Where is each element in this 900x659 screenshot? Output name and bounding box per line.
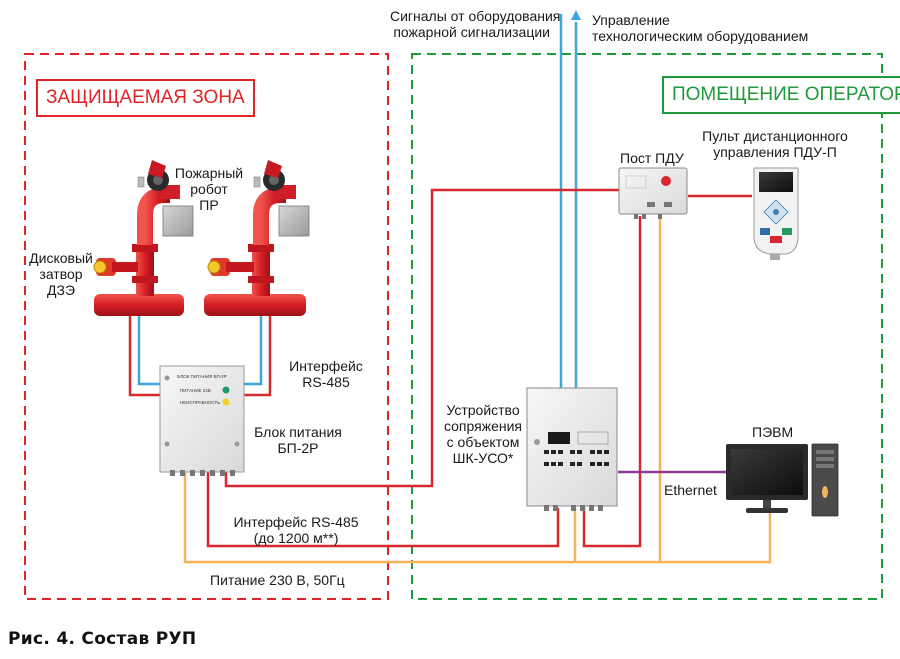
- ethernet-label: Ethernet: [664, 482, 717, 498]
- control-output-line2: технологическим оборудованием: [592, 28, 809, 44]
- interface-unit-line3: с объектом: [446, 434, 520, 450]
- fault-indicator-yellow: [222, 398, 230, 406]
- psu-row2-label: НЕИСПРАВНОСТЬ: [180, 400, 220, 405]
- interface-unit-line4: ШК-УСО*: [452, 450, 514, 466]
- disc-valve-line3: ДЗЭ: [47, 282, 75, 298]
- fire-robot-1: [93, 160, 194, 316]
- disc-valve-line1: Дисковый: [29, 250, 93, 266]
- rs485-blue-lines: [137, 314, 263, 386]
- power-supply-unit: БЛОК ПИТАНИЯ БП-2Р ПИТАНИЕ 24В НЕИСПРАВН…: [159, 365, 245, 476]
- rs485-long-line1: Интерфейс RS-485: [233, 514, 359, 530]
- protected-zone-border: [24, 53, 389, 600]
- power-label: Питание 230 В, 50Гц: [210, 572, 345, 588]
- psu-row1-label: ПИТАНИЕ 24В: [180, 388, 211, 393]
- incoming-signals-line2: пожарной сигнализации: [393, 24, 550, 40]
- power-supply-line1: Блок питания: [254, 424, 342, 440]
- pc-workstation: [726, 443, 839, 517]
- fire-robot-line1: Пожарный: [174, 165, 244, 181]
- remote-control-line1: Пульт дистанционного: [702, 128, 848, 144]
- psu-panel-title: БЛОК ПИТАНИЯ БП-2Р: [177, 374, 227, 379]
- interface-unit-label: Устройство сопряжения с объектом ШК-УСО*: [440, 402, 526, 466]
- control-output-line1: Управление: [592, 12, 670, 28]
- rs485-robot-line2: RS-485: [302, 374, 350, 390]
- power-indicator-green: [222, 386, 230, 394]
- fire-robot-line3: ПР: [199, 197, 219, 213]
- remote-control-label: Пульт дистанционного управления ПДУ-П: [700, 128, 850, 160]
- protected-zone-title: ЗАЩИЩАЕМАЯ ЗОНА: [36, 79, 255, 117]
- control-output-label: Управление технологическим оборудованием: [592, 12, 808, 44]
- rs485-long-label: Интерфейс RS-485 (до 1200 м**): [226, 514, 366, 546]
- fire-robot-label: Пожарный робот ПР: [174, 165, 244, 213]
- fire-robot-line2: робот: [190, 181, 228, 197]
- operator-zone-title: ПОМЕЩЕНИЕ ОПЕРАТОРА: [662, 76, 900, 114]
- rs485-long-line2: (до 1200 м**): [253, 530, 339, 546]
- remote-control-line2: управления ПДУ-П: [713, 144, 837, 160]
- rs485-robot-line1: Интерфейс: [289, 358, 363, 374]
- pdu-post: [618, 167, 688, 219]
- power-supply-line2: БП-2Р: [277, 440, 319, 456]
- pc-label: ПЭВМ: [752, 424, 794, 440]
- operator-zone-border: [411, 53, 883, 600]
- interface-unit-line1: Устройство: [446, 402, 520, 418]
- interface-unit-shk-uso: [526, 387, 618, 511]
- figure-caption: Рис. 4. Состав РУП: [8, 629, 197, 649]
- incoming-signals-line1: Сигналы от оборудования: [390, 8, 561, 24]
- pdu-post-label: Пост ПДУ: [620, 150, 684, 166]
- disc-valve-label: Дисковый затвор ДЗЭ: [28, 250, 94, 298]
- signal-arrows: [556, 10, 581, 398]
- fire-robot-2: [204, 160, 310, 316]
- power-supply-label: Блок питания БП-2Р: [250, 424, 346, 456]
- power-lines: [183, 216, 772, 564]
- incoming-signals-label: Сигналы от оборудования пожарной сигнали…: [390, 8, 561, 40]
- rs485-robot-label: Интерфейс RS-485: [286, 358, 366, 390]
- disc-valve-line2: затвор: [39, 266, 83, 282]
- remote-control-pdu-p: [753, 167, 799, 260]
- interface-unit-line2: сопряжения: [443, 418, 523, 434]
- interface-lines: [128, 188, 752, 548]
